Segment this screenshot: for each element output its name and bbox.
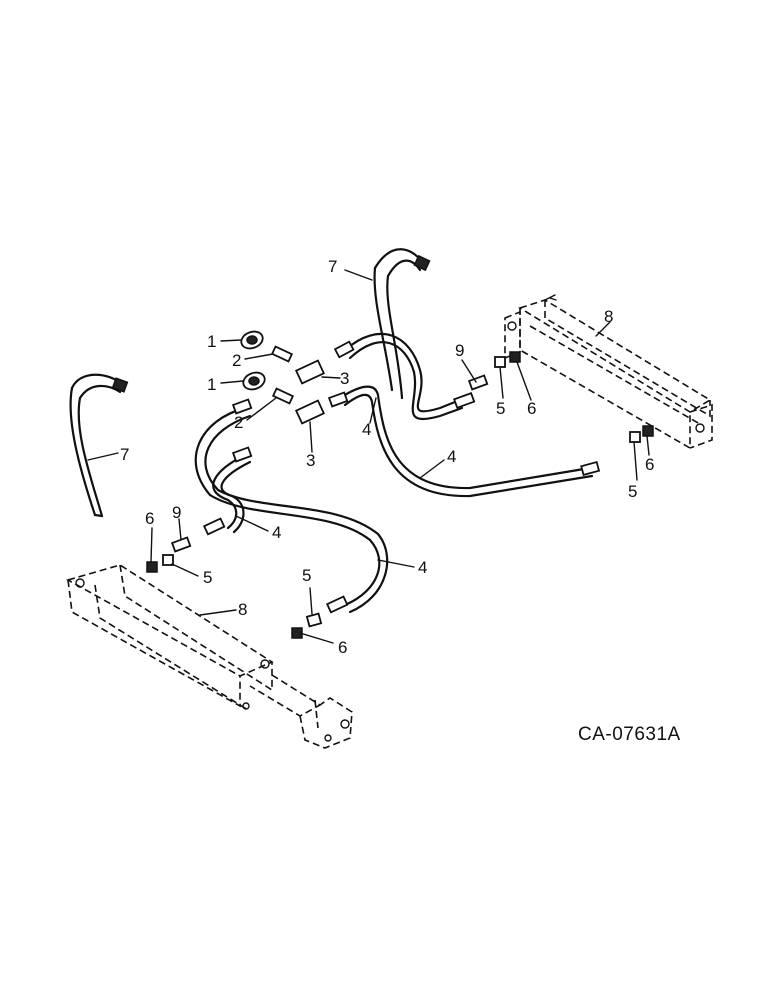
callout-5-right: 5 — [628, 482, 637, 501]
callout-4-left: 4 — [272, 523, 281, 542]
callout-2-upper: 2 — [232, 351, 241, 370]
callout-5-left: 5 — [203, 568, 212, 587]
leader-lines — [87, 269, 650, 644]
callout-3-upper: 3 — [340, 369, 349, 388]
callout-6-right: 6 — [645, 455, 654, 474]
hoses — [194, 332, 601, 614]
callout-2-lower: 2 — [234, 413, 243, 432]
callout-8-lower: 8 — [238, 600, 247, 619]
callout-6-left: 6 — [145, 509, 154, 528]
callout-7-top: 7 — [328, 257, 337, 276]
coupler-assembly — [240, 330, 326, 425]
callout-6-upper-right: 6 — [527, 399, 536, 418]
strap-left — [69, 373, 129, 518]
callout-4-right: 4 — [447, 447, 456, 466]
callout-4-center: 4 — [362, 420, 371, 439]
callout-9-upper: 9 — [455, 341, 464, 360]
callout-8-upper: 8 — [604, 307, 613, 326]
strap-top — [373, 248, 431, 400]
figure-code: CA-07631A — [578, 724, 681, 745]
callout-1-lower: 1 — [207, 375, 216, 394]
callout-3-lower: 3 — [306, 451, 315, 470]
callout-4-lower: 4 — [418, 558, 427, 577]
cylinder-lower-left — [65, 564, 353, 749]
callout-5-lower: 5 — [302, 566, 311, 585]
callout-7-left: 7 — [120, 445, 129, 464]
callout-labels: 1 1 2 2 3 3 4 4 4 4 5 5 5 5 6 6 6 6 7 7 … — [120, 257, 654, 657]
callout-6-lower: 6 — [338, 638, 347, 657]
callout-1-upper: 1 — [207, 332, 216, 351]
callout-5-upper-right: 5 — [496, 399, 505, 418]
fittings — [146, 351, 654, 639]
callout-9-left: 9 — [172, 503, 181, 522]
